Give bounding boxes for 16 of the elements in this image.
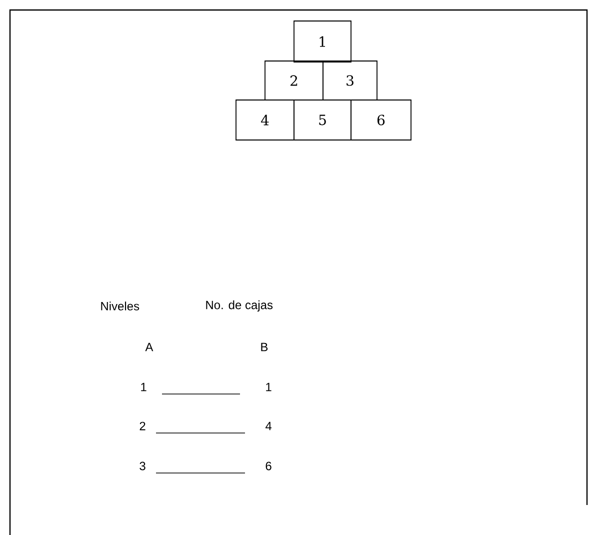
- number-box: 2: [264, 60, 324, 100]
- label: B: [261, 342, 268, 352]
- number-box: 5: [294, 100, 352, 140]
- label: A: [145, 342, 154, 352]
- label: 2: [140, 422, 146, 430]
- label: 4: [265, 422, 272, 430]
- number-box: 4: [236, 100, 294, 140]
- label: 6: [266, 462, 272, 470]
- label: Niveles: [101, 302, 140, 310]
- number-box: 1: [294, 20, 352, 62]
- label: 3: [140, 462, 146, 470]
- label: 1: [266, 382, 272, 392]
- label: No. de cajas: [206, 300, 273, 312]
- number-box: 3: [322, 60, 378, 100]
- number-box: 6: [350, 100, 412, 140]
- label: 1: [141, 382, 146, 392]
